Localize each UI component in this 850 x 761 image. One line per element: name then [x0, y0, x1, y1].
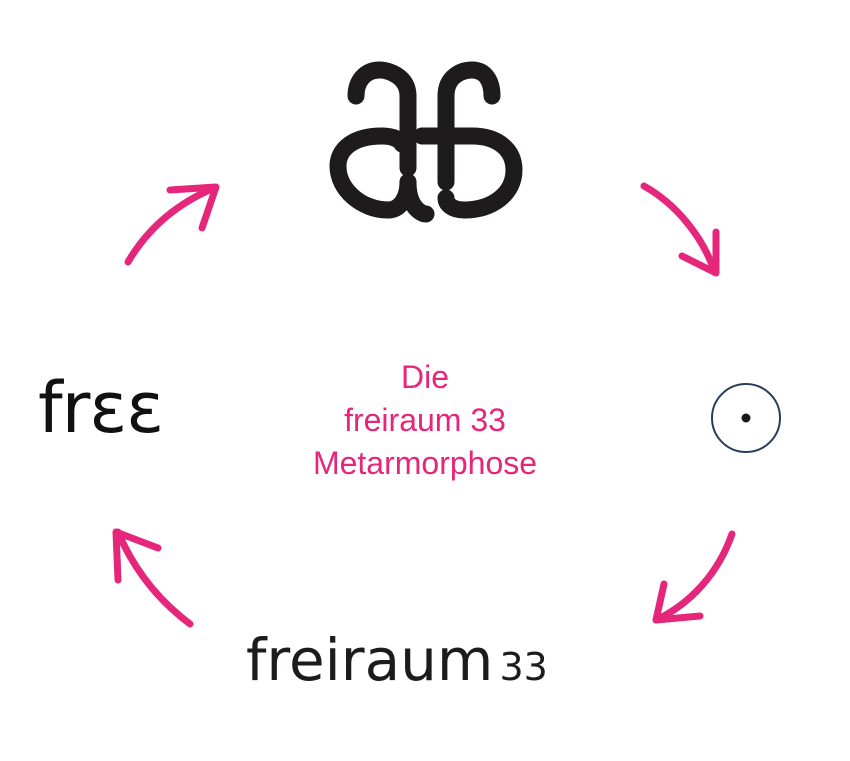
center-title-line-2: freiraum 33: [344, 402, 506, 438]
arrow-top-right-icon: [640, 182, 720, 277]
center-title-line-3: Metarmorphose: [312, 445, 538, 481]
center-title-line-1: Die: [400, 359, 449, 395]
brand-word: freiraum: [246, 626, 494, 694]
arrow-bottom-right-icon: [652, 530, 736, 624]
free-logotype: frɛɛ: [38, 367, 164, 449]
monogram-logo-icon: [322, 58, 532, 228]
arrow-top-left-icon: [124, 183, 220, 266]
brand-number: 33: [499, 645, 548, 689]
center-title: Die freiraum 33 Metarmorphose: [250, 356, 600, 485]
arrow-bottom-left-icon: [112, 528, 194, 628]
circle-dot-icon: [706, 378, 786, 458]
